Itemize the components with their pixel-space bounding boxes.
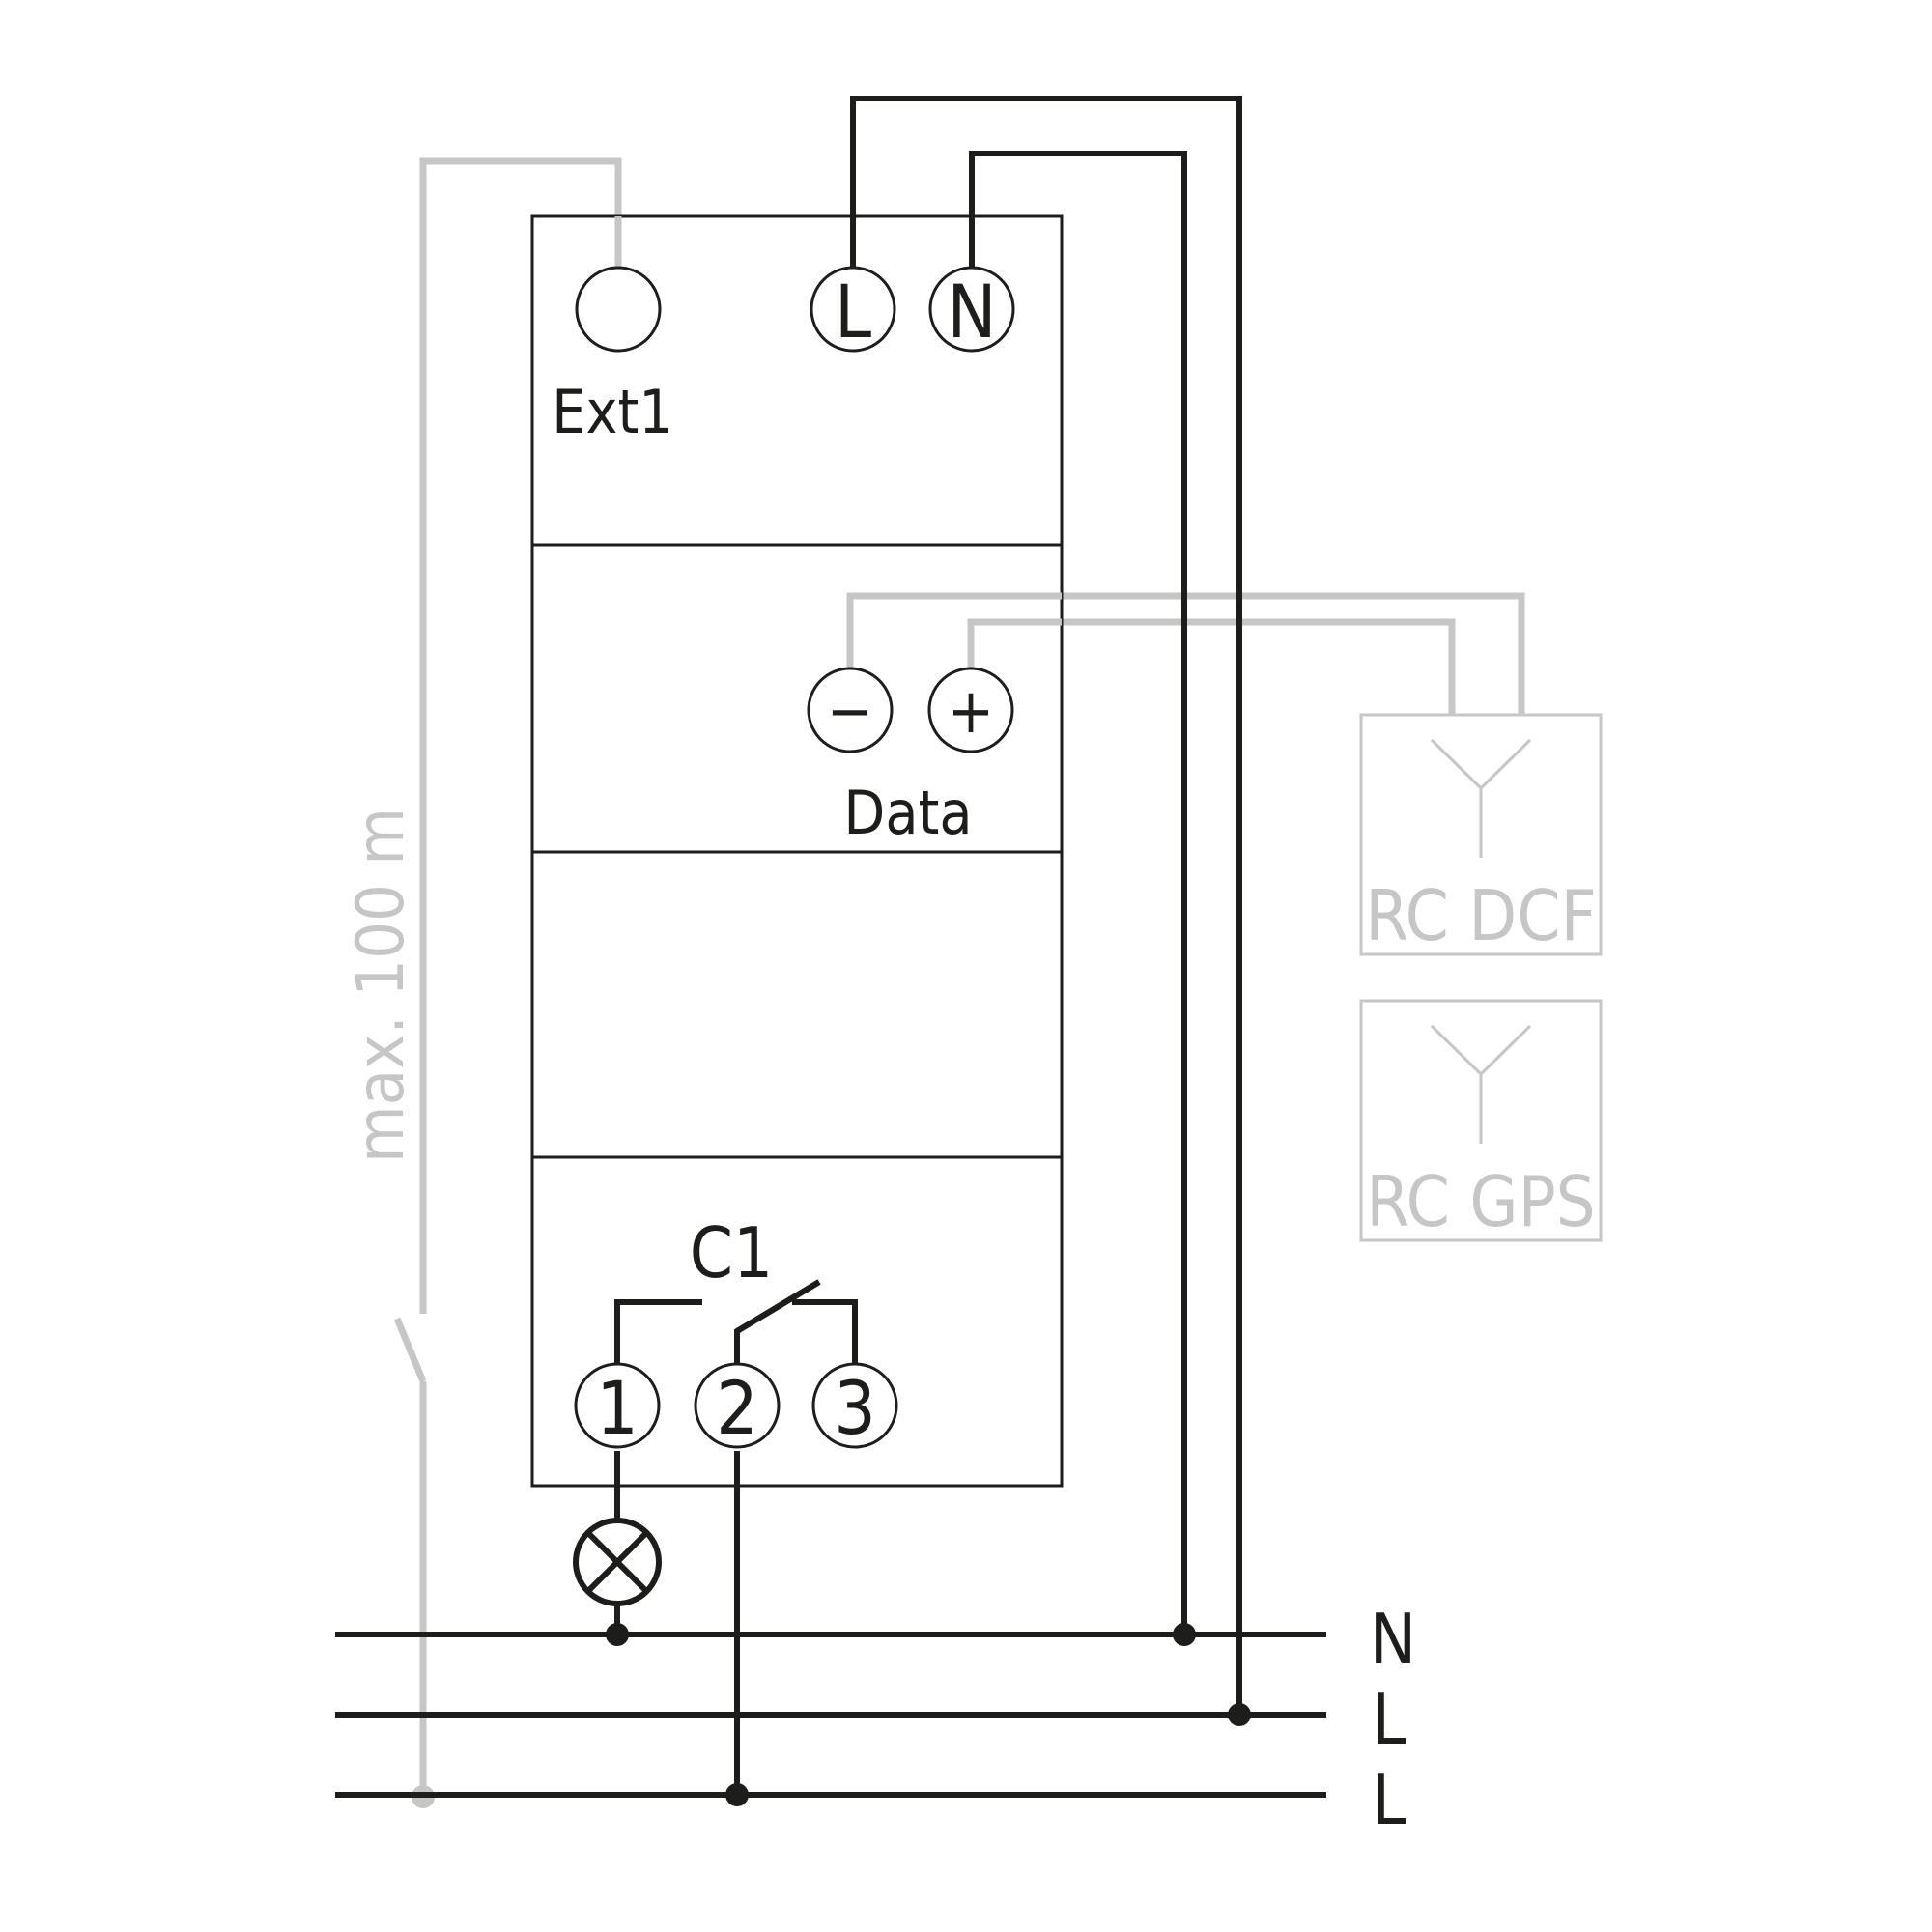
antenna-module-gps-label: RC GPS	[1366, 1161, 1596, 1242]
terminal-relay-2	[694, 1362, 781, 1449]
bus-line-l2-label: L	[1372, 1759, 1406, 1840]
relay-terminal3-wire-overlay	[792, 1299, 858, 1367]
terminal-data-plus-label: +	[948, 676, 994, 748]
terminal-data-minus	[807, 667, 894, 753]
push-button-contact	[393, 1317, 427, 1383]
bus-line-l1-label: L	[1372, 1679, 1406, 1760]
device-section-blank	[530, 850, 1064, 1159]
n-supply-junction-dot	[1173, 1623, 1196, 1646]
terminal-circles	[574, 266, 1015, 1449]
lamp-n-junction-dot	[606, 1623, 629, 1646]
relay-terminal1-wire-overlay	[614, 1299, 702, 1367]
dark-wiring-overlay	[614, 216, 975, 1367]
terminal-l-label: L	[835, 269, 871, 355]
antenna-icon	[1430, 738, 1532, 858]
ext1-label: Ext1	[552, 377, 673, 447]
relay-l-junction-dot	[725, 1783, 749, 1806]
terminal-relay-1	[574, 1362, 661, 1449]
lamp-icon	[573, 1518, 662, 1606]
grey-wiring-overlay	[614, 216, 1062, 669]
bus-lines	[335, 1632, 1326, 1798]
data-plus-wire	[967, 618, 1456, 715]
n-supply-wire	[969, 151, 1187, 1634]
terminal-relay-3-label: 3	[834, 1365, 876, 1451]
terminal-l	[810, 266, 896, 353]
terminal-n-label: N	[947, 269, 996, 355]
relay-terminal1-wire	[614, 1299, 702, 1367]
l-supply-junction-dot	[1228, 1703, 1251, 1726]
l-supply-wire	[850, 96, 1242, 1715]
antenna-module-gps: RC GPS	[1359, 999, 1603, 1242]
relay-terminal3-wire	[792, 1299, 858, 1367]
terminal-relay-3	[811, 1362, 898, 1449]
terminal-data-plus	[927, 667, 1014, 753]
device-section-relay	[530, 1155, 1064, 1488]
antenna-module-dcf-label: RC DCF	[1365, 875, 1597, 956]
terminal-data-minus-label: −	[827, 676, 873, 748]
antenna-icon	[1430, 1024, 1532, 1144]
antenna-module-dcf: RC DCF	[1359, 713, 1603, 956]
distance-note: max. 100 m	[343, 808, 419, 1163]
terminal-relay-2-label: 2	[716, 1365, 758, 1451]
relay-c1-label: C1	[690, 1212, 773, 1293]
relay-common-wire-overlay	[734, 1279, 821, 1367]
terminal-ext1	[575, 266, 662, 353]
terminal-relay-1-label: 1	[596, 1365, 639, 1451]
terminal-n	[928, 266, 1015, 353]
data-label: Data	[843, 778, 972, 848]
junction-dots	[606, 1623, 1251, 1806]
bus-line-n-label: N	[1370, 1599, 1416, 1680]
